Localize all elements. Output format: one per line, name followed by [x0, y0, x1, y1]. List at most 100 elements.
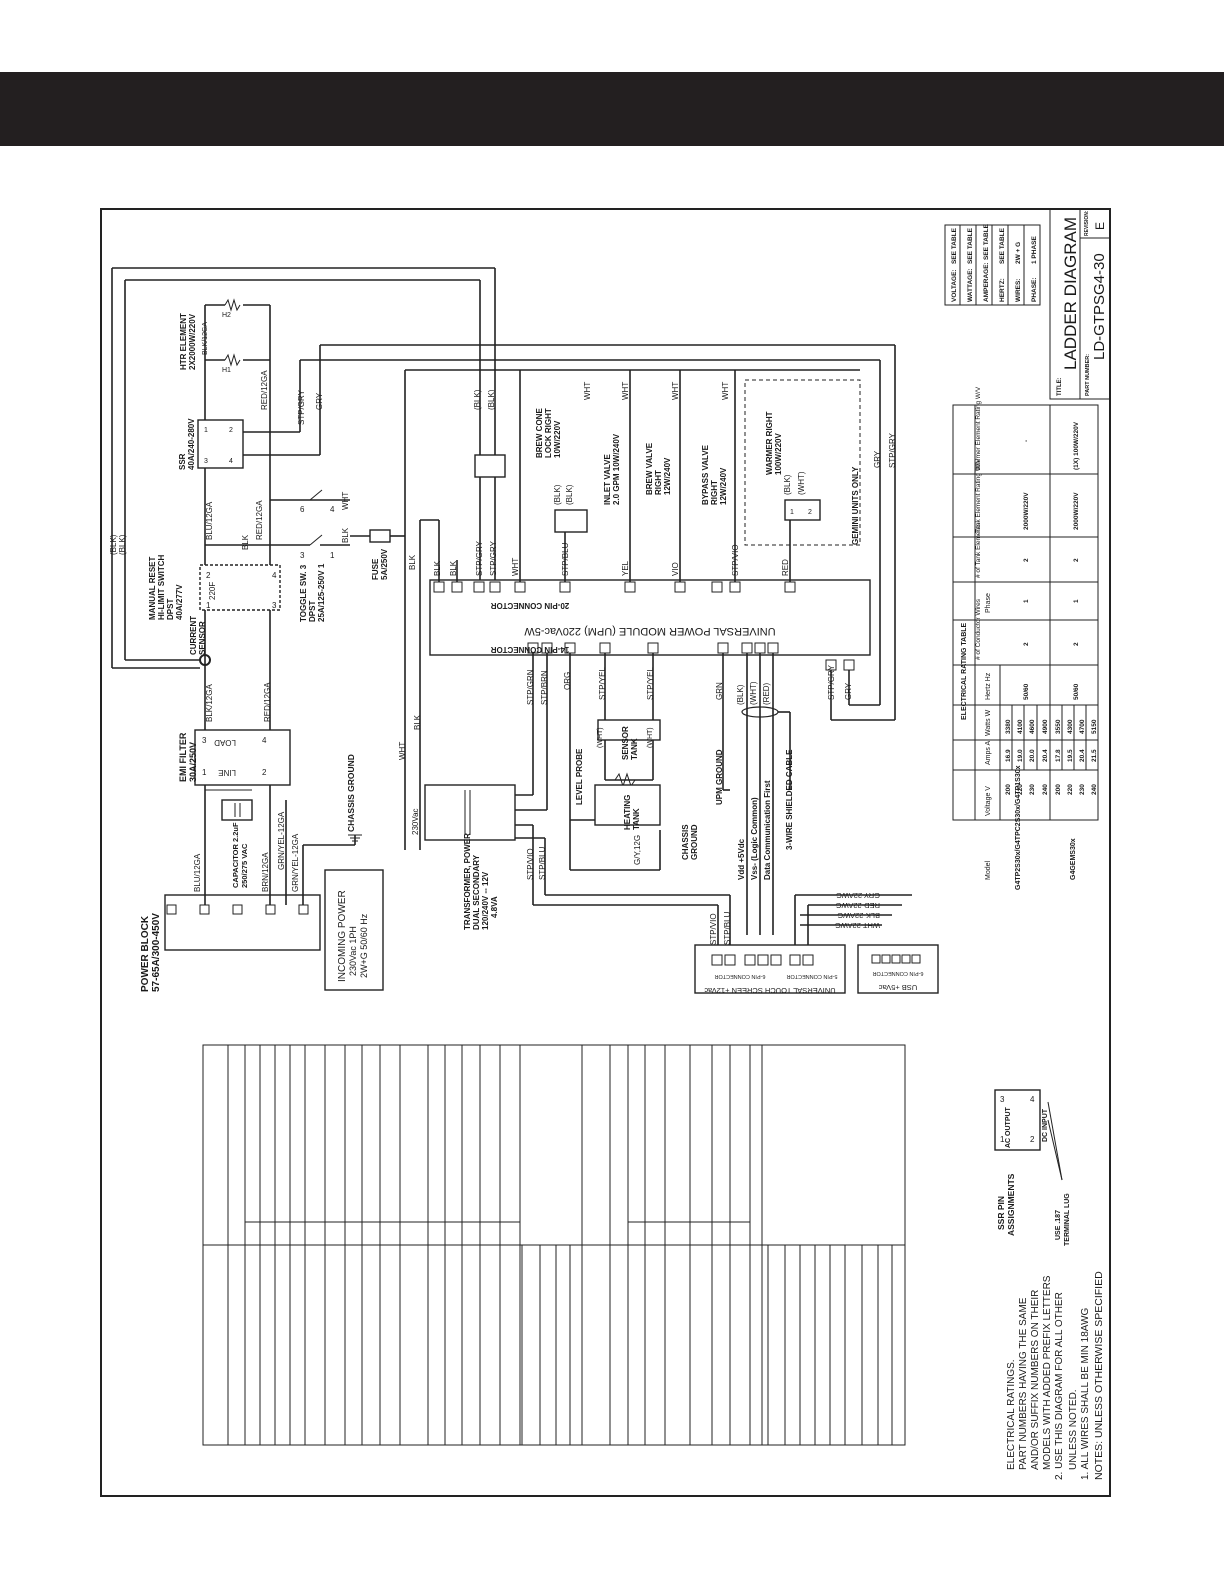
notes-line-7: ELECTRICAL RATINGS.: [1006, 1359, 1017, 1470]
svg-text:STP/BRN: STP/BRN: [540, 670, 549, 705]
toggle-line2: DPST: [308, 601, 317, 622]
transformer-line3: 120/240V -- 12V: [481, 871, 490, 930]
svg-text:5-PIN CONNECTOR: 5-PIN CONNECTOR: [787, 973, 838, 979]
hi-limit-switch: [199, 564, 281, 611]
svg-text:WHT: WHT: [621, 382, 630, 400]
svg-text:2: 2: [1073, 642, 1080, 646]
power-block-title: POWER BLOCK: [140, 915, 151, 992]
svg-text:SEE TABLE: SEE TABLE: [999, 227, 1006, 264]
svg-text:(BLK): (BLK): [473, 389, 482, 410]
svg-text:STP/YEL: STP/YEL: [646, 667, 655, 700]
svg-text:HERTZ:: HERTZ:: [999, 278, 1006, 302]
power-block: [164, 894, 321, 951]
svg-text:G/Y,12G: G/Y,12G: [633, 835, 642, 865]
ssr: [197, 419, 244, 469]
svg-text:WHT: WHT: [511, 558, 520, 576]
hi-limit-line4: 40A/277V: [175, 584, 184, 620]
brew-cone-line3: 10W/220V: [553, 420, 562, 458]
bypass-valve-line3: 12W/240V: [719, 467, 728, 505]
svg-text:2000W/220V: 2000W/220V: [1023, 492, 1030, 530]
header-bar: [0, 72, 1224, 146]
svg-text:(BLK): (BLK): [565, 484, 574, 505]
svg-text:6-PIN CONNECTOR: 6-PIN CONNECTOR: [715, 973, 766, 979]
svg-text:STP/GRN: STP/GRN: [526, 669, 535, 705]
svg-text:2: 2: [808, 509, 812, 516]
svg-text:50/60: 50/60: [1023, 683, 1030, 700]
svg-text:2W + G: 2W + G: [1015, 242, 1022, 264]
notes-line-3: 2. USE THIS DIAGRAM FOR ALL OTHER: [1054, 1292, 1065, 1480]
svg-text:2: 2: [1073, 558, 1080, 562]
svg-text:(BLK): (BLK): [783, 474, 792, 495]
svg-text:BLK: BLK: [413, 714, 422, 730]
svg-text:3380: 3380: [1005, 719, 1012, 734]
svg-text:Phase: Phase: [985, 593, 992, 613]
svg-text:HEATING: HEATING: [623, 795, 632, 830]
svg-text:STP/VIO: STP/VIO: [526, 848, 535, 880]
svg-text:(BLK): (BLK): [736, 684, 745, 705]
svg-text:WHT: WHT: [583, 382, 592, 400]
svg-text:AMPERAGE:: AMPERAGE:: [983, 262, 990, 302]
svg-text:(BLK): (BLK): [109, 534, 118, 555]
svg-text:4: 4: [272, 571, 277, 580]
incoming-power-title: INCOMING POWER: [337, 890, 348, 982]
svg-text:STP/BLU: STP/BLU: [561, 542, 570, 576]
svg-text:STP/YEL: STP/YEL: [598, 667, 607, 700]
svg-text:Watts W: Watts W: [985, 709, 992, 736]
svg-text:SENSOR: SENSOR: [198, 621, 207, 655]
svg-text:2: 2: [1023, 558, 1030, 562]
svg-text:BLK: BLK: [433, 560, 442, 576]
svg-text:H2: H2: [222, 312, 231, 319]
svg-text:-: -: [1023, 440, 1030, 442]
hi-limit-line1: MANUAL RESET: [148, 556, 157, 620]
bypass-valve-line1: BYPASS VALVE: [701, 444, 710, 505]
usb-module: [857, 944, 939, 994]
inlet-valve-line1: INLET VALVE: [603, 454, 612, 505]
electrical-rating-table: [952, 404, 1099, 821]
svg-text:2: 2: [1030, 1135, 1035, 1144]
touch-screen-title: UNIVERSAL TOUCH SCREEN +12Vac: [704, 986, 835, 995]
svg-text:STP/GRY: STP/GRY: [888, 432, 897, 468]
svg-text:Amps A: Amps A: [985, 741, 992, 765]
svg-text:STP/GRY: STP/GRY: [827, 664, 836, 700]
title-block: [1049, 208, 1111, 400]
svg-text:H1: H1: [222, 367, 231, 374]
svg-text:240: 240: [1091, 784, 1098, 795]
svg-text:20.4: 20.4: [1079, 749, 1086, 762]
revision-grid: [202, 1044, 906, 1446]
brew-cone-line1: BREW CONE: [535, 408, 544, 458]
svg-text:(WHT): (WHT): [597, 727, 604, 748]
svg-text:(WHT): (WHT): [749, 681, 758, 705]
rating-table-title: ELECTRICAL RATING TABLE: [961, 622, 968, 720]
transformer-line1: TRANSFORMER, POWER: [463, 833, 472, 930]
svg-text:1: 1: [202, 768, 207, 777]
svg-text:4: 4: [262, 736, 267, 745]
upm-14pin: 14-PIN CONNECTOR: [491, 645, 570, 654]
svg-text:WIRES:: WIRES:: [1015, 279, 1022, 302]
svg-text:REVISION:: REVISION:: [1084, 210, 1090, 236]
svg-text:TANK: TANK: [630, 738, 639, 760]
svg-text:SENSOR: SENSOR: [621, 726, 630, 760]
svg-text:BLU/12GA: BLU/12GA: [205, 501, 214, 540]
svg-text:GROUND: GROUND: [690, 824, 699, 860]
svg-text:20.0: 20.0: [1029, 749, 1036, 762]
svg-text:RED: RED: [781, 559, 790, 576]
svg-text:200: 200: [1005, 784, 1012, 795]
svg-text:DC INPUT: DC INPUT: [1042, 1108, 1049, 1142]
svg-text:Tank Element Rating W/V: Tank Element Rating W/V: [975, 458, 982, 533]
svg-text:STP/GRY: STP/GRY: [475, 540, 484, 576]
svg-text:21.5: 21.5: [1091, 749, 1098, 762]
incoming-power-line1: 230Vac 1PH: [348, 926, 358, 976]
gemini-only: GEMINI UNITS ONLY: [851, 466, 860, 545]
notes-line-5: AND/OR SUFFIX NUMBERS ON THEIR: [1030, 1290, 1041, 1470]
svg-text:1: 1: [1073, 599, 1080, 603]
svg-text:FUSE: FUSE: [371, 558, 380, 580]
capacitor-rating: 250/275 VAC: [240, 843, 249, 888]
svg-text:5A/250V: 5A/250V: [380, 548, 389, 580]
svg-text:2X2000W/220V: 2X2000W/220V: [188, 313, 197, 370]
svg-text:Data Communication First: Data Communication First: [763, 780, 772, 880]
svg-text:4700: 4700: [1079, 719, 1086, 734]
svg-text:VOLTAGE:: VOLTAGE:: [951, 269, 958, 302]
svg-text:# of Tank Elements: # of Tank Elements: [975, 522, 982, 578]
svg-text:STP/BLU: STP/BLU: [723, 911, 732, 945]
